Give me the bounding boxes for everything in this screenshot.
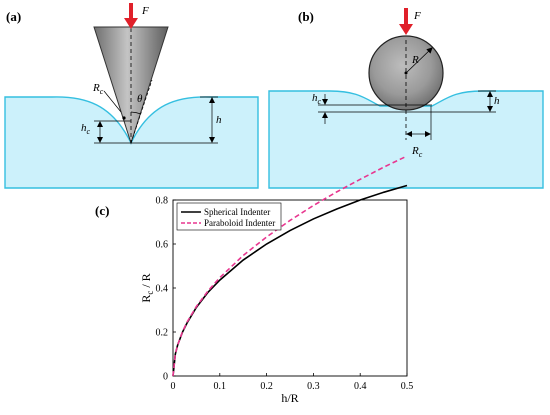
spherical-indenter-line xyxy=(172,184,408,377)
radius-arrow xyxy=(405,47,433,74)
angle-label: θ xyxy=(137,93,143,105)
force-label-b: F xyxy=(413,10,421,22)
half-angle-line xyxy=(130,79,153,144)
legend-label-paraboloid: Paraboloid Indenter xyxy=(204,218,275,228)
contact-point-a xyxy=(122,116,126,120)
y-tick-label: 0.4 xyxy=(156,284,169,295)
radius-label: R xyxy=(411,54,419,66)
x-tick-label: 0.4 xyxy=(354,381,367,392)
y-tick-label: 0.6 xyxy=(156,240,169,251)
y-tick-label: 0.8 xyxy=(156,196,169,207)
x-tick-label: 0 xyxy=(171,381,176,392)
panel-c: (c) 0 0.1 0.2 0.3 0.4 0.5 0 0.2 0.4 0.6 0.8 Spheri… xyxy=(95,155,414,405)
h-label-b: h xyxy=(494,95,500,107)
rc-label-b: Rc xyxy=(411,145,423,159)
panel-c-label: (c) xyxy=(95,203,109,218)
y-tick-label: 0 xyxy=(163,372,168,383)
force-label-a: F xyxy=(141,5,149,17)
legend: Spherical Indenter Paraboloid Indenter xyxy=(176,202,282,231)
hc-label-b: hc xyxy=(312,92,322,106)
sphere-center xyxy=(404,71,408,75)
x-axis-title: h/R xyxy=(281,391,298,405)
angle-arc xyxy=(130,111,142,115)
legend-label-spherical: Spherical Indenter xyxy=(204,207,270,217)
rc-leader-a xyxy=(103,90,122,113)
chart: 0 0.1 0.2 0.3 0.4 0.5 0 0.2 0.4 0.6 0.8 Spherical … xyxy=(139,155,414,405)
y-tick-label: 0.2 xyxy=(156,328,169,339)
x-tick-label: 0.2 xyxy=(260,381,273,392)
rc-label-a: Rc xyxy=(92,82,104,96)
x-tick-label: 0.1 xyxy=(214,381,227,392)
panel-b-label: (b) xyxy=(298,9,314,24)
h-label-a: h xyxy=(216,114,222,126)
panel-b: (b) R F hc h Rc xyxy=(268,8,544,189)
force-arrow-b xyxy=(399,8,413,35)
panel-a: (a) θ F Rc hc h xyxy=(4,3,259,189)
paraboloid-indenter-line xyxy=(172,155,408,377)
panel-a-label: (a) xyxy=(6,9,21,24)
axis-ticks: 0 0.1 0.2 0.3 0.4 0.5 0 0.2 0.4 0.6 0.8 xyxy=(156,196,414,393)
force-arrow-a xyxy=(124,3,138,29)
x-tick-label: 0.3 xyxy=(307,381,320,392)
y-axis-title: Rc / R xyxy=(139,273,155,302)
hc-label-a: hc xyxy=(81,122,91,136)
legend-box xyxy=(176,202,282,231)
series-layer xyxy=(172,155,408,377)
x-tick-label: 0.5 xyxy=(401,381,414,392)
